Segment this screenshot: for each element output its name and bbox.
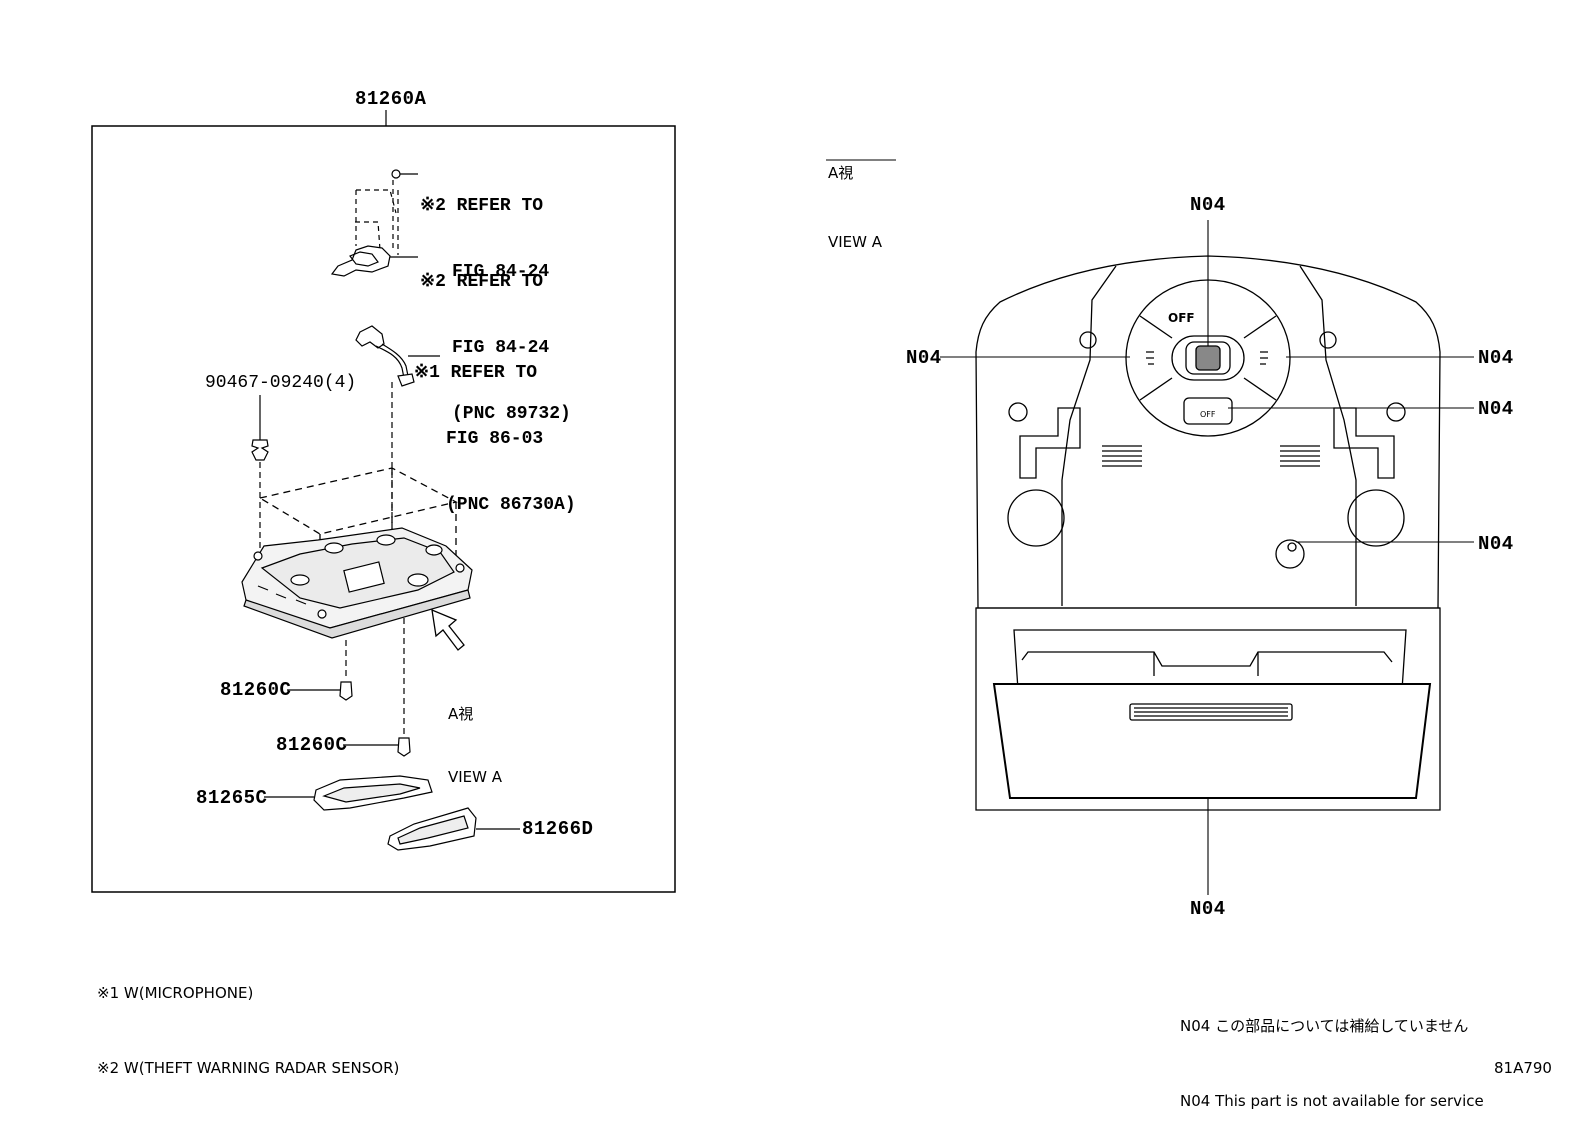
callout-n04-left: N04: [906, 347, 942, 369]
lenses-drawing: [264, 776, 520, 850]
view-a-jp: A視: [828, 164, 854, 182]
switch-small-off-label: OFF: [1200, 410, 1216, 419]
callout-n04-right-upper: N04: [1478, 347, 1514, 369]
diagram-drawing: [0, 0, 1592, 1099]
legend-jp: N04 この部品については補給していません: [1180, 1017, 1469, 1035]
bulbs-drawing: [287, 618, 410, 756]
fig-reference: FIG 84-24: [452, 262, 550, 282]
refer-to-callout-2: ※2 REFER TO FIG 84-24 (PNC 89732): [420, 227, 571, 447]
callout-n04-top: N04: [1190, 194, 1226, 216]
refer-to-line: ※1 REFER TO: [414, 363, 538, 383]
pnc-reference: (PNC 89732): [452, 404, 571, 424]
view-a-jp: A視: [448, 705, 474, 723]
refer-to-callout-1: ※2 REFER TO FIG 84-24: [420, 151, 549, 305]
refer-to-callout-3: ※1 REFER TO FIG 86-03 (PNC 86730A): [414, 318, 576, 538]
bulb-part-number-2: 81260C: [276, 734, 348, 756]
pnc-reference: (PNC 86730A): [446, 495, 576, 515]
figure-id: 81A790: [1494, 1059, 1552, 1077]
clip-screw-drawing: [252, 395, 268, 604]
footnotes: ※1 W(MICROPHONE) ※2 W(THEFT WARNING RADA…: [97, 931, 399, 1106]
radar-sensor-bracket-drawing: [332, 170, 418, 276]
view-a-label-left: A視 VIEW A: [448, 662, 502, 809]
refer-to-line: ※2 REFER TO: [420, 272, 544, 292]
view-a-arrow: [432, 610, 464, 650]
console-front-drawing: [976, 256, 1440, 810]
bulb-part-number-1: 81260C: [220, 679, 292, 701]
fig-reference: FIG 84-24: [452, 338, 550, 358]
parts-diagram: 81260A ※2 REFER TO FIG 84-24 ※2 REFER TO…: [0, 0, 1592, 1110]
legend: N04 この部品については補給していません N04 This part is n…: [1180, 964, 1484, 1139]
lens-part-number-1: 81265C: [196, 787, 268, 809]
lens-part-number-2: 81266D: [522, 818, 594, 840]
left-figure-frame: [92, 110, 675, 892]
callout-leaders: [940, 220, 1474, 895]
callout-n04-bottom: N04: [1190, 898, 1226, 920]
switch-off-label: OFF: [1168, 311, 1195, 325]
assembly-part-number: 81260A: [355, 88, 427, 110]
view-a-en: VIEW A: [448, 768, 503, 786]
roof-console-drawing: [242, 528, 472, 638]
screw-part-number: 90467-09240(4): [205, 373, 357, 393]
callout-n04-right-middle: N04: [1478, 398, 1514, 420]
legend-en: N04 This part is not available for servi…: [1180, 1092, 1484, 1110]
view-a-header: A視 VIEW A: [828, 116, 882, 277]
callout-n04-right-lower: N04: [1478, 533, 1514, 555]
footnote-1: ※1 W(MICROPHONE): [97, 984, 254, 1002]
fig-reference: FIG 86-03: [446, 429, 544, 449]
view-a-en: VIEW A: [828, 233, 883, 251]
footnote-2: ※2 W(THEFT WARNING RADAR SENSOR): [97, 1059, 400, 1077]
refer-to-line: ※2 REFER TO: [420, 196, 544, 216]
